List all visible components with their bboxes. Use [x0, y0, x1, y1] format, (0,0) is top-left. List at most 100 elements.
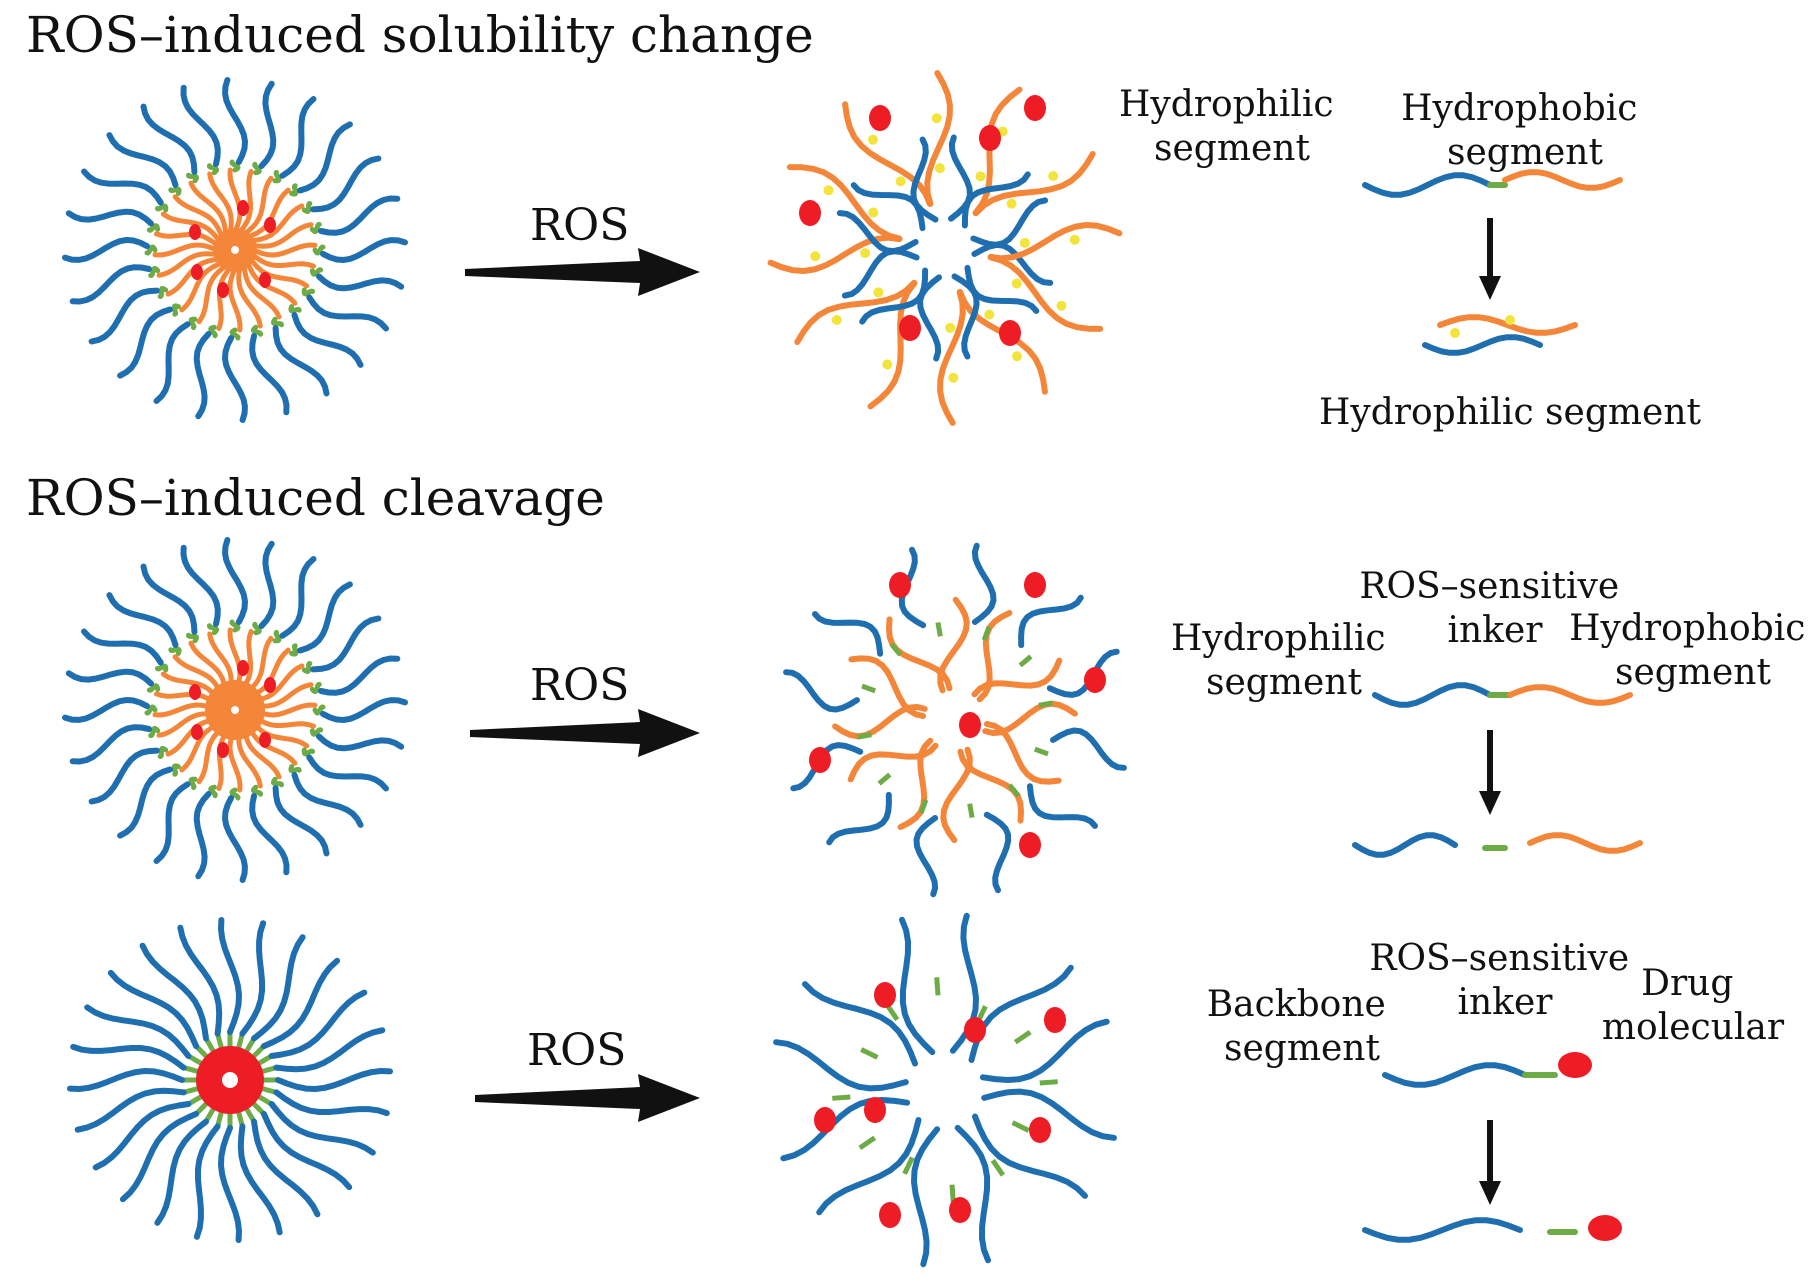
hydrophobic-chain	[982, 700, 1078, 736]
oxidized-chain	[842, 101, 933, 207]
hydrophilic-segment	[1362, 172, 1493, 198]
hydrophobic-core-chain	[207, 171, 234, 236]
encapsulated-drug	[217, 742, 229, 758]
hydrophilic-unit	[1505, 315, 1515, 325]
cleaved-linker	[1038, 700, 1053, 708]
hydrophilic-arm	[310, 615, 382, 673]
hydrophilic-unit	[867, 134, 878, 145]
hydrophobic-core-chain	[248, 256, 310, 289]
linker-segment	[157, 746, 169, 759]
hydrophobic-core-chain	[236, 264, 263, 329]
hydrophilic-arm	[84, 1004, 192, 1059]
encapsulated-drug	[191, 724, 203, 740]
cleaved-chain-fragments	[1352, 832, 1643, 858]
hydrophilic-chain	[826, 791, 892, 846]
linker-segment	[229, 787, 241, 801]
hydrophobic-core-chain	[248, 203, 305, 244]
hydrophilic-arm	[180, 84, 221, 167]
oxidized-hydrophilic-chain	[1422, 314, 1578, 356]
hydrophilic-arm	[81, 628, 164, 666]
linker-segment	[229, 327, 241, 341]
hydrophilic-arm	[222, 795, 248, 883]
hydrophilic-arm	[139, 942, 209, 1042]
hydrophilic-arm	[249, 793, 290, 876]
ros-arrow-drug	[475, 1074, 700, 1122]
linker-segment	[271, 316, 284, 328]
hydrophobic-core-chain	[172, 194, 225, 240]
linker-segment	[309, 267, 324, 277]
hydrophilic-arm	[237, 1123, 283, 1236]
released-drug	[799, 200, 821, 226]
hydrophilic-unit	[984, 309, 995, 320]
legend-drug-molecular: Drug molecular	[1602, 963, 1785, 1048]
released-drug	[869, 105, 891, 131]
linker-segment	[157, 286, 169, 299]
backbone-chain	[899, 916, 936, 1056]
released-drug	[999, 320, 1021, 346]
hydrophilic-arm	[222, 77, 248, 165]
linker-segment	[144, 244, 158, 256]
hydrophilic-unit	[934, 163, 945, 174]
hydrophilic-unit	[945, 322, 956, 333]
linker-segment	[171, 303, 181, 317]
hydrophilic-chain	[783, 669, 860, 713]
hydrophilic-arm	[74, 1087, 187, 1133]
transition-arrow-solubility	[1479, 218, 1501, 300]
drug-molecule	[1558, 1052, 1592, 1078]
linker-segment	[288, 764, 302, 774]
arrow-head	[1479, 791, 1501, 815]
released-drug	[899, 315, 921, 341]
hydrophilic-unit	[1019, 237, 1030, 248]
hydrophilic-arm	[279, 556, 317, 639]
hydrophilic-arm	[117, 766, 173, 839]
linker-segment	[188, 776, 198, 791]
hydrophilic-arm	[154, 1118, 209, 1226]
backbone-fragment	[1362, 1217, 1523, 1243]
legend-hydrophilic-segment: Hydrophilic segment	[1171, 618, 1397, 703]
hydrophobic-core-chain	[249, 252, 316, 269]
encapsulated-drug	[217, 282, 229, 298]
linker-segment	[252, 621, 262, 636]
cleaved-linker	[860, 1047, 879, 1060]
encapsulated-drug	[264, 677, 276, 693]
hydrophilic-arm	[193, 331, 212, 420]
hydrophilic-unit	[1450, 328, 1460, 338]
hydrophilic-arm	[88, 287, 160, 345]
hydrophilic-arm	[70, 1043, 187, 1071]
hydrophilic-arm	[320, 237, 408, 263]
oxidized-chain	[937, 289, 966, 426]
linker-segment	[301, 287, 316, 297]
core-center	[231, 706, 239, 714]
intact-micelle-cleavage	[62, 537, 408, 883]
encapsulated-drug	[264, 217, 276, 233]
hydrophobic-core-chain	[237, 169, 254, 236]
hydrophilic-unit	[895, 176, 906, 187]
hydrophilic-arm	[260, 957, 341, 1050]
hydrophilic-fragment	[1352, 832, 1458, 858]
hydrophobic-chain	[937, 596, 970, 694]
backbone-chain	[773, 1039, 909, 1092]
hydrophilic-arm	[316, 733, 405, 752]
linker-segment	[148, 266, 161, 278]
cleaved-linker	[1039, 1079, 1058, 1086]
encapsulated-drug	[237, 200, 249, 216]
intact-micelle-drug	[67, 917, 393, 1243]
backbone-chain	[911, 1126, 941, 1268]
hydrophobic-core-chain	[249, 222, 314, 249]
cleaved-linker	[885, 1003, 900, 1022]
linker-segment	[229, 159, 241, 173]
disassembled-micelle-cleavage	[783, 542, 1127, 898]
legend-drug-conjugate: ROS–sensitive inker Backbone segment Dru…	[1207, 938, 1785, 1243]
cleaved-linker	[934, 977, 941, 996]
oxidized-chain	[987, 254, 1104, 332]
hydrophilic-arm	[193, 1123, 221, 1240]
hydrophilic-arm	[320, 697, 408, 723]
ros-label-drug: ROS	[527, 1025, 626, 1076]
hydrophilic-arm	[249, 333, 290, 416]
released-drug	[889, 572, 911, 598]
hydrophobic-chain	[848, 655, 926, 719]
hydrophilic-arm	[119, 1110, 200, 1203]
transition-arrow-drug	[1479, 1120, 1501, 1205]
linker-segment	[251, 784, 263, 797]
hydrophobic-core-chain	[152, 242, 220, 258]
